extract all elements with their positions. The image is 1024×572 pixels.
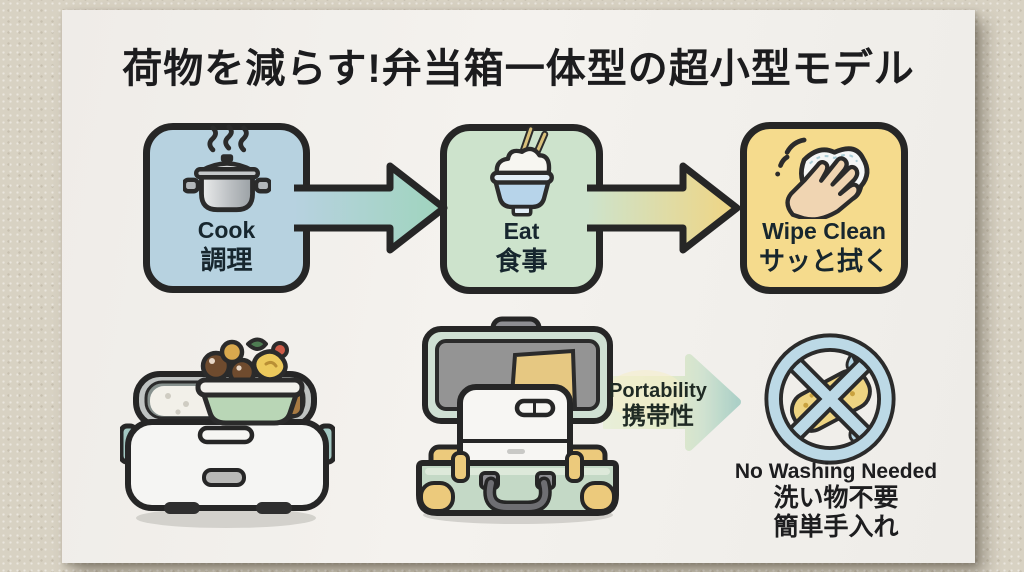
flow-step-eat: Eat 食事 <box>440 124 603 294</box>
food-bowl <box>195 337 305 426</box>
flow-step-cook: Cook 調理 <box>143 123 310 293</box>
no-sponge-icon <box>764 333 896 465</box>
wipe-label-en: Wipe Clean <box>762 218 886 245</box>
portability-labels: Portability 携帯性 <box>602 380 714 430</box>
portability-arrow <box>603 354 741 451</box>
steaming-pot-icon <box>182 120 271 218</box>
eat-label-ja: 食事 <box>495 245 548 276</box>
portability-label-en: Portability <box>609 380 707 402</box>
electric-lunchbox-cooker-illustration <box>120 337 335 528</box>
wipe-label-ja: サッと拭く <box>758 245 889 276</box>
rice-bowl-icon <box>480 119 564 219</box>
no-washing-labels: No Washing Needed 洗い物不要 簡単手入れ <box>716 460 956 542</box>
eat-label-en: Eat <box>503 218 540 245</box>
flow-step-wipe-clean: Wipe Clean サッと拭く <box>740 122 908 294</box>
cook-label-en: Cook <box>197 217 256 244</box>
no-washing-label-en: No Washing Needed <box>734 460 938 483</box>
poster-title: 荷物を減らす!弁当箱一体型の超小型モデル <box>122 47 915 91</box>
bento-box-device <box>457 384 573 472</box>
infographic-poster: 荷物を減らす!弁当箱一体型の超小型モデル <box>62 10 975 563</box>
flow-arrow-cook-to-eat <box>294 162 448 254</box>
wiping-hand-icon <box>772 127 876 220</box>
no-washing-label-ja-2: 簡単手入れ <box>773 512 899 541</box>
portability-label-ja: 携帯性 <box>622 403 694 430</box>
cook-label-ja: 調理 <box>200 244 253 275</box>
open-suitcase-with-bento-illustration <box>416 316 619 524</box>
flow-arrow-eat-to-wipe <box>587 162 741 254</box>
no-washing-label-ja-1: 洗い物不要 <box>773 484 899 513</box>
